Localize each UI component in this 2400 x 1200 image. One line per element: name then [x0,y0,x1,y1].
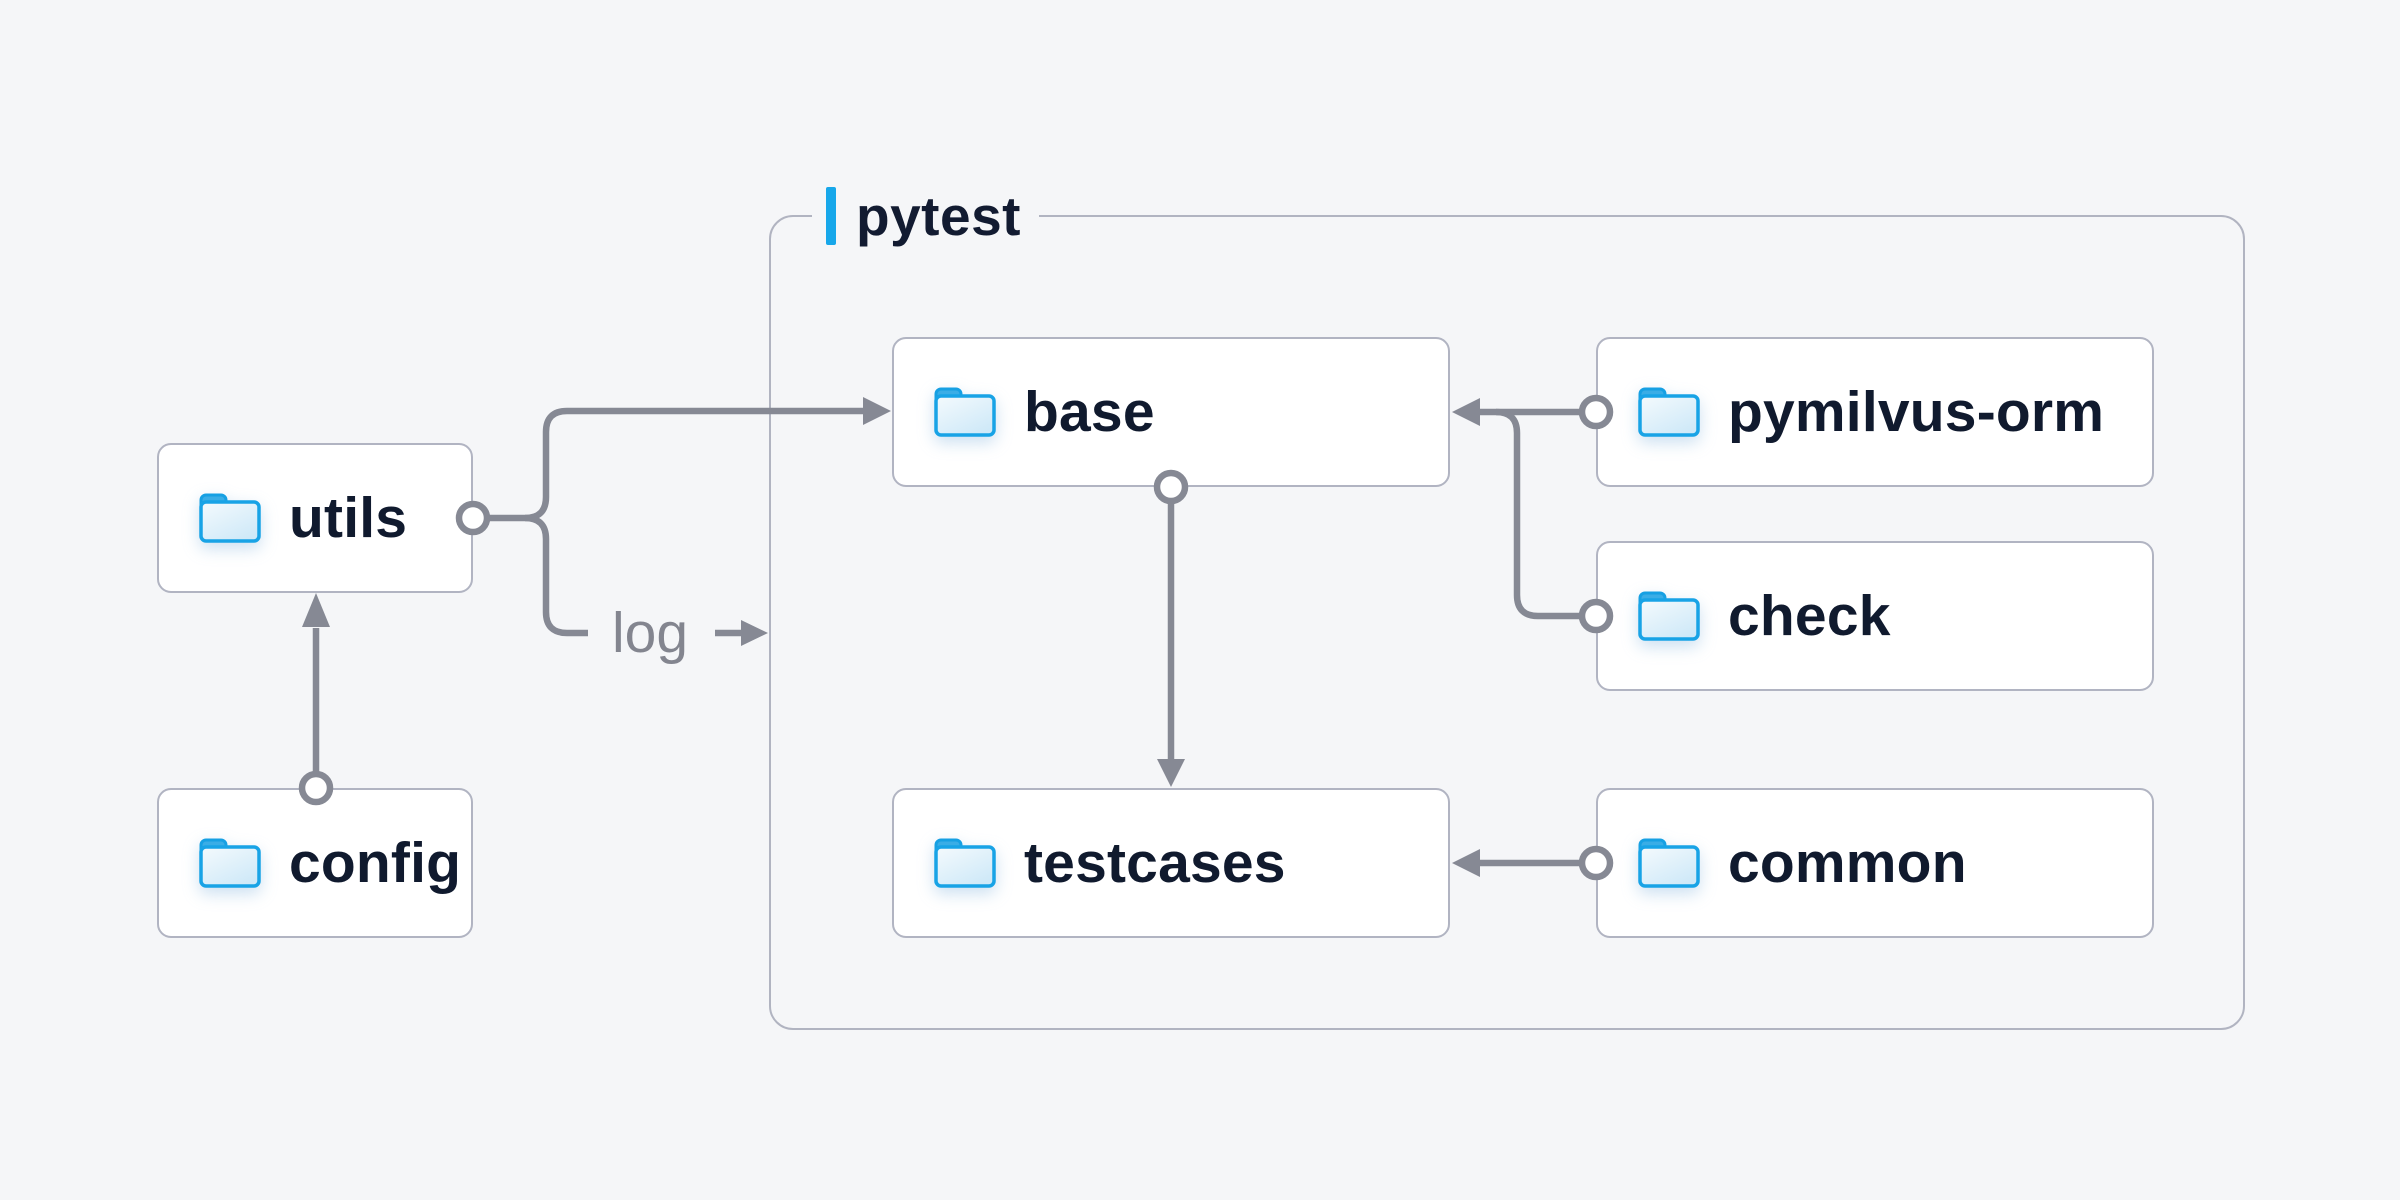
node-pymilvus-orm: pymilvus-orm [1596,337,2154,487]
edge-config-utils [298,593,334,806]
node-common: common [1596,788,2154,938]
arrowhead-icon [741,620,768,646]
node-check: check [1596,541,2154,691]
pytest-group-label-text: pytest [856,185,1021,247]
folder-icon [934,387,996,437]
arrowhead-icon [302,593,330,627]
node-label: utils [289,486,408,550]
node-label: config [289,831,462,895]
node-utils: utils [157,443,473,593]
node-label: base [1024,380,1155,444]
folder-icon [934,838,996,888]
node-testcases: testcases [892,788,1450,938]
folder-icon [1638,387,1700,437]
node-base: base [892,337,1450,487]
node-label: pymilvus-orm [1728,380,2105,444]
accent-bar [826,187,836,245]
pytest-group-label: pytest [812,184,1039,248]
pytest-group [769,215,2245,1030]
node-label: testcases [1024,831,1286,895]
edge-label-log: log [611,601,689,665]
node-label: common [1728,831,1967,895]
folder-icon [199,493,261,543]
node-label: check [1728,584,1891,648]
folder-icon [1638,838,1700,888]
folder-icon [199,838,261,888]
folder-icon [1638,591,1700,641]
node-config: config [157,788,473,938]
